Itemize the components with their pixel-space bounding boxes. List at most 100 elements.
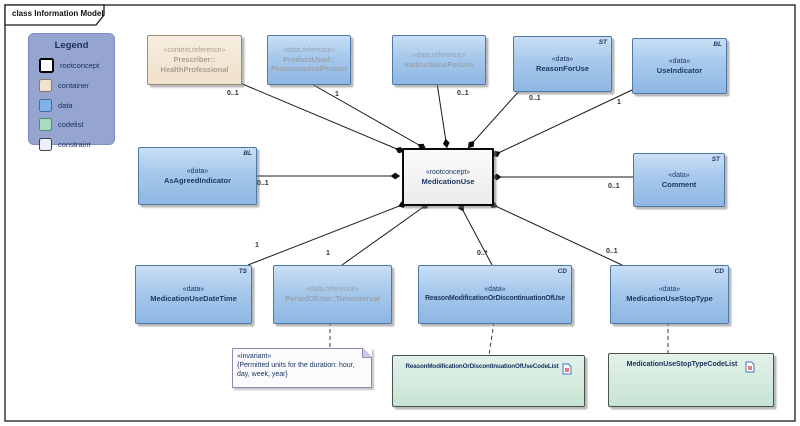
legend-item-label: container <box>58 81 89 90</box>
stereotype: «data» <box>186 167 209 175</box>
class-medicationuse[interactable]: «rootconcept» MedicationUse <box>402 148 494 206</box>
class-name: UseIndicator <box>656 65 703 75</box>
type-marker: BL <box>243 149 252 157</box>
legend-item-data: data <box>39 98 114 112</box>
stereotype: «data» <box>658 286 681 294</box>
class-medicationusedatetime[interactable]: TS «data» MedicationUseDateTime <box>135 265 252 324</box>
class-useindicator[interactable]: BL «data» UseIndicator <box>632 38 727 94</box>
class-name: PharmaceuticalProduct <box>270 65 348 73</box>
connector-instructionsforuse[interactable] <box>436 82 448 149</box>
legend-panel[interactable]: Legend rootconcept container data codeli… <box>28 33 115 151</box>
class-pharmaceuticalproduct[interactable]: «data,reference» ProductUsed:: Pharmaceu… <box>267 35 351 85</box>
multiplicity-reasonmodification: 0..* <box>477 250 488 257</box>
multiplicity-comment: 0..1 <box>608 183 620 190</box>
class-reasonmodificationordiscontinuationofuse[interactable]: CD «data» ReasonModificationOrDiscontinu… <box>418 265 572 324</box>
multiplicity-medicationusedatetime: 1 <box>255 242 259 249</box>
class-name: InstructionsForUse <box>404 59 474 69</box>
connector-medicationusedatetime[interactable] <box>247 202 408 266</box>
multiplicity-healthprofessional: 0..1 <box>227 90 239 97</box>
document-icon <box>745 361 755 373</box>
diagram-frame-tab <box>4 4 105 26</box>
type-marker: BL <box>713 40 722 48</box>
legend-item-label: rootconcept <box>60 60 100 70</box>
codelist-name: MedicationUseStopTypeCodeList <box>626 361 738 368</box>
data-swatch <box>39 98 52 112</box>
multiplicity-periodofuse: 1 <box>326 250 330 257</box>
composition-diamond-icon <box>395 147 404 154</box>
multiplicity-instructionsforuse: 0..1 <box>457 90 469 97</box>
class-asagreedindicator[interactable]: BL «data» AsAgreedIndicator <box>138 147 257 205</box>
rootconcept-swatch <box>39 57 54 73</box>
type-marker: ST <box>711 155 720 163</box>
multiplicity-medicationusestoptype: 0..1 <box>606 248 618 255</box>
class-name: MedicationUseDateTime <box>150 294 237 304</box>
connector-useindicator[interactable] <box>491 89 633 157</box>
type-marker: ST <box>598 38 607 46</box>
class-instructionsforuse[interactable]: «data,reference» InstructionsForUse <box>392 35 486 85</box>
multiplicity-reasonforuse: 0..1 <box>529 95 541 102</box>
stereotype: «data,reference» <box>282 47 336 54</box>
class-name: ProductUsed:: <box>283 55 335 64</box>
multiplicity-asagreedindicator: 0..1 <box>257 180 269 187</box>
container-swatch <box>39 79 52 92</box>
codelist-name: ReasonModificationOrDiscontinuationOfUse… <box>405 363 559 370</box>
connector-healthprofessional[interactable] <box>239 82 405 153</box>
class-name: ReasonModificationOrDiscontinuationOfUse <box>425 295 565 303</box>
composition-diamond-icon <box>492 173 502 181</box>
class-name: MedicationUse <box>421 176 475 186</box>
stereotype: «context,reference» <box>163 47 226 54</box>
codelist-medicationusestoptypecodelist[interactable]: MedicationUseStopTypeCodeList <box>608 353 774 407</box>
invariant-note[interactable]: «invariant» {Permitted units for the dur… <box>232 348 372 388</box>
legend-item-codelist: codelist <box>39 118 114 131</box>
codelist-reasonmodificationordiscontinuationofusecodelist[interactable]: ReasonModificationOrDiscontinuationOfUse… <box>392 355 585 407</box>
type-marker: CD <box>714 267 724 275</box>
document-icon <box>562 363 572 375</box>
class-name: HealthProfessional <box>160 64 229 74</box>
class-name: MedicationUseStopType <box>626 294 713 304</box>
connector-pharmaceuticalproduct[interactable] <box>309 82 427 150</box>
class-periodofuse-timeinterval[interactable]: «data,reference» PeriodOfUse::TimeInterv… <box>273 265 392 324</box>
class-reasonforuse[interactable]: ST «data» ReasonForUse <box>513 36 612 92</box>
legend-item-constraint: constraint <box>39 137 114 151</box>
multiplicity-useindicator: 1 <box>617 99 621 106</box>
class-healthprofessional[interactable]: «context,reference» Prescriber:: HealthP… <box>147 35 242 85</box>
composition-diamond-icon <box>492 150 501 158</box>
note-fold-corner-icon <box>362 348 372 358</box>
connector-reasonforuse[interactable] <box>467 89 521 149</box>
connector-reasonmodification[interactable] <box>458 202 493 266</box>
class-medicationusestoptype[interactable]: CD «data» MedicationUseStopType <box>610 265 729 324</box>
class-comment[interactable]: ST «data» Comment <box>633 153 725 207</box>
stereotype: «rootconcept» <box>425 168 471 176</box>
multiplicity-pharmaceuticalproduct: 1 <box>335 91 339 98</box>
legend-item-rootconcept: rootconcept <box>39 57 114 73</box>
codelist-swatch <box>39 118 52 131</box>
composition-diamond-icon <box>442 138 450 148</box>
stereotype: «data» <box>668 57 691 65</box>
type-marker: TS <box>238 267 247 275</box>
legend-item-label: codelist <box>58 120 84 129</box>
dashed-connector-reasonmodification-codelist[interactable] <box>488 321 495 356</box>
diagram-title: class Information Model <box>12 9 104 18</box>
legend-item-container: container <box>39 79 114 92</box>
connector-medicationusestoptype[interactable] <box>488 202 623 266</box>
composition-diamond-icon <box>390 172 400 180</box>
class-name: ReasonForUse <box>536 63 589 73</box>
stereotype: «data» <box>484 286 506 294</box>
stereotype: «data,reference» <box>412 51 466 59</box>
class-name: Comment <box>661 179 697 189</box>
type-marker: CD <box>557 267 567 275</box>
stereotype: «data» <box>551 55 574 63</box>
stereotype: «data» <box>182 286 205 294</box>
legend-item-label: data <box>58 100 73 110</box>
connector-periodofuse[interactable] <box>341 202 430 266</box>
constraint-swatch <box>39 137 52 151</box>
class-name: Prescriber:: <box>173 55 216 64</box>
note-text: {Permitted units for the duration: hour,… <box>237 362 355 378</box>
legend-title: Legend <box>54 40 89 51</box>
class-name: PeriodOfUse::TimeInterval <box>285 294 380 304</box>
stereotype: «data,reference» <box>306 286 359 294</box>
composition-diamond-icon <box>468 140 475 148</box>
diagram-frame <box>4 4 796 422</box>
